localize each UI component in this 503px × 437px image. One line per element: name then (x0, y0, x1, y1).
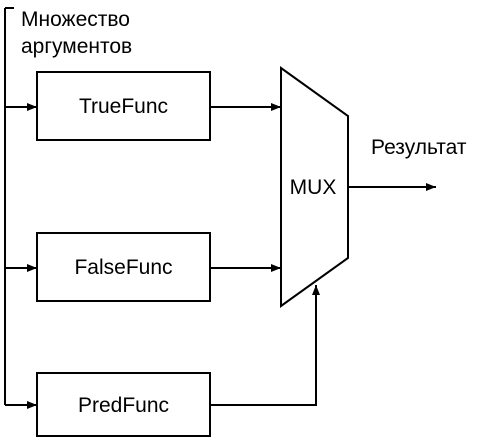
truefunc-label: TrueFunc (79, 95, 168, 118)
falsefunc-block (36, 232, 211, 302)
predfunc-block (36, 372, 211, 437)
input-label-line1: Множество (21, 8, 130, 31)
result-label: Результат (371, 136, 467, 159)
arrow-predfunc-to-mux (210, 285, 320, 406)
predfunc-label: PredFunc (78, 394, 169, 417)
input-bus (4, 7, 14, 405)
input-label-line2: аргументов (21, 35, 132, 58)
falsefunc-label: FalseFunc (74, 256, 172, 279)
mux-block (280, 66, 349, 308)
mux-label: MUX (290, 176, 337, 199)
truefunc-block (36, 71, 211, 141)
